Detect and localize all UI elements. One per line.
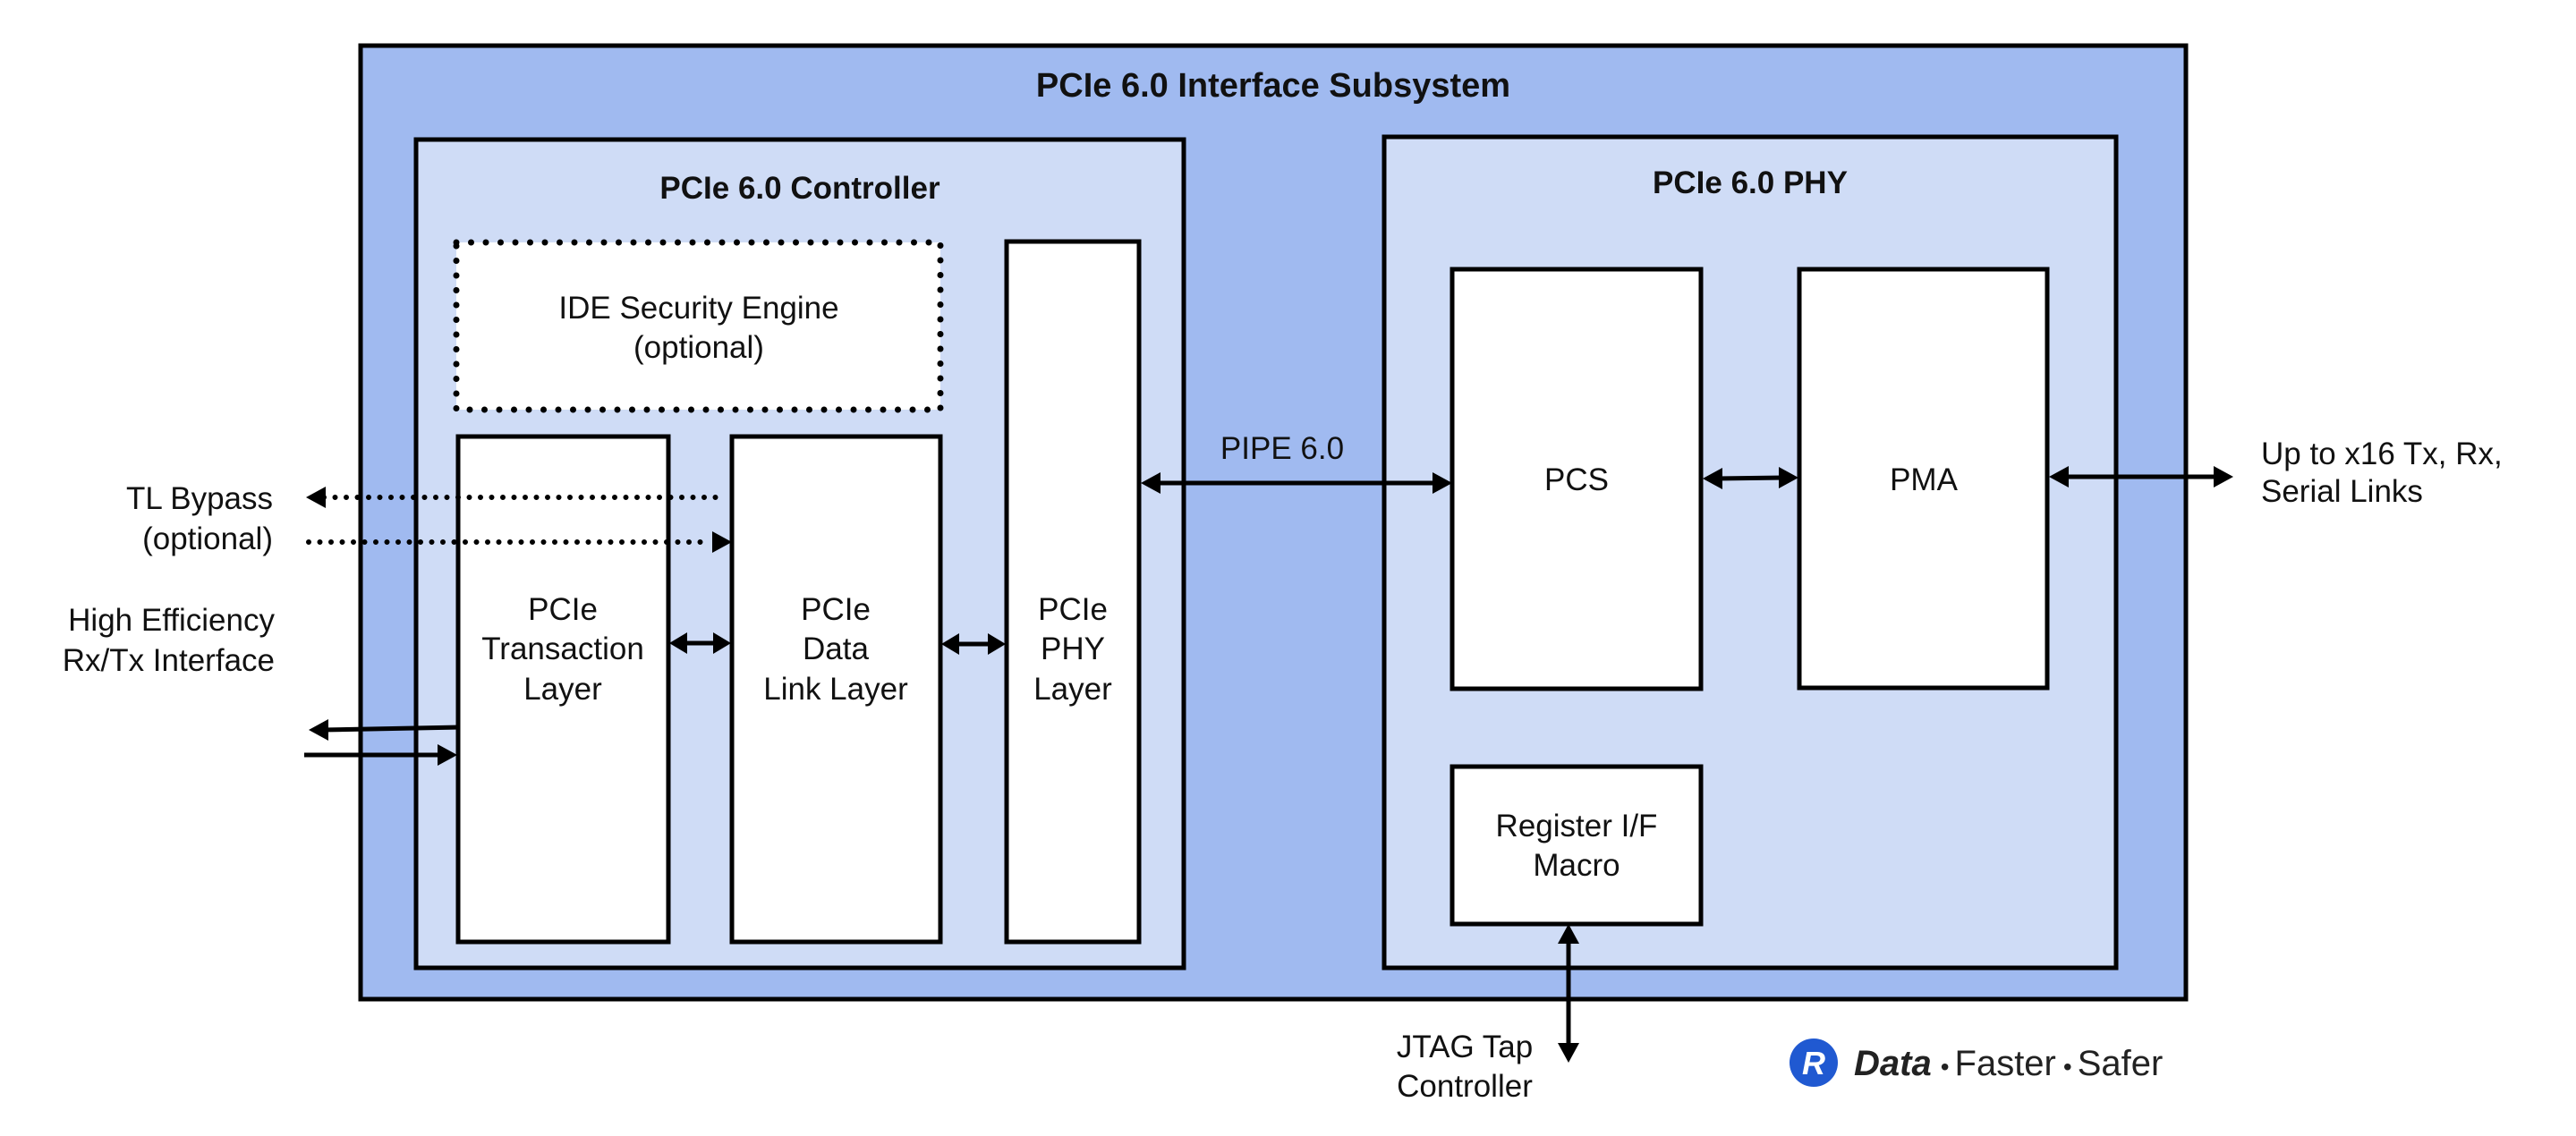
logo-separator-1: • [1941, 1053, 1950, 1081]
transaction-layer-line3: Layer [523, 672, 602, 707]
transaction-layer-block [455, 434, 671, 945]
rx-out-arrow [309, 719, 461, 741]
ide-engine-label-line1: IDE Security Engine [558, 291, 838, 326]
jtag-line2: Controller [1397, 1069, 1533, 1104]
transaction-layer-line2: Transaction [481, 632, 644, 666]
register-macro-line1: Register I/F [1496, 809, 1658, 844]
phy-layer-line1: PCIe [1038, 592, 1108, 627]
phy-title: PCIe 6.0 PHY [1653, 165, 1848, 200]
ide-engine-label-line2: (optional) [633, 330, 764, 365]
phy-layer-block [1004, 239, 1142, 945]
logo-mark-letter: R [1802, 1045, 1825, 1081]
subsystem-title: PCIe 6.0 Interface Subsystem [1036, 67, 1510, 105]
high-efficiency-line1: High Efficiency [68, 603, 275, 638]
logo-word-safer: Safer [2078, 1044, 2164, 1083]
controller-title: PCIe 6.0 Controller [659, 171, 940, 206]
logo-tagline: Data•Faster•Safer [1854, 1044, 2163, 1083]
phy-layer-line3: Layer [1033, 672, 1112, 707]
tl-bypass-line2: (optional) [142, 521, 273, 556]
brand-logo: R Data•Faster•Safer [1790, 1039, 2163, 1087]
register-macro-block [1450, 764, 1704, 927]
logo-mark-icon [1790, 1039, 1838, 1087]
tl-bypass-out-arrow [306, 487, 729, 508]
phy-layer-line2: PHY [1041, 632, 1105, 666]
tl-bypass-in-arrow [306, 531, 732, 553]
pcs-pma-arrow [1703, 467, 1798, 489]
tx-in-arrow [304, 744, 457, 766]
pcs-label: PCS [1544, 462, 1609, 497]
data-link-layer-line2: Data [803, 632, 869, 666]
transaction-layer-line1: PCIe [528, 592, 598, 627]
data-link-layer-block [729, 434, 943, 945]
register-macro-line2: Macro [1533, 848, 1620, 883]
tl-dll-arrow [669, 632, 731, 654]
logo-brand: Data [1854, 1044, 1932, 1083]
data-link-layer-line1: PCIe [801, 592, 871, 627]
pcs-block [1450, 267, 1704, 691]
jtag-line1: JTAG Tap [1397, 1030, 1533, 1064]
pma-block [1797, 267, 2050, 691]
serial-links-line2: Serial Links [2261, 474, 2423, 509]
pma-label: PMA [1890, 462, 1959, 497]
pipe-arrow [1141, 472, 1452, 494]
jtag-arrow [1558, 924, 1579, 1063]
logo-word-faster: Faster [1955, 1044, 2056, 1083]
data-link-layer-line3: Link Layer [763, 672, 908, 707]
serial-links-arrow [2049, 466, 2233, 487]
tl-bypass-line1: TL Bypass [126, 481, 273, 516]
high-efficiency-line2: Rx/Tx Interface [63, 643, 275, 678]
dll-phy-arrow [941, 633, 1006, 655]
logo-separator-2: • [2063, 1053, 2072, 1081]
ide-security-engine-block [453, 239, 944, 413]
serial-links-line1: Up to x16 Tx, Rx, [2261, 437, 2503, 471]
pipe-label: PIPE 6.0 [1220, 431, 1344, 466]
